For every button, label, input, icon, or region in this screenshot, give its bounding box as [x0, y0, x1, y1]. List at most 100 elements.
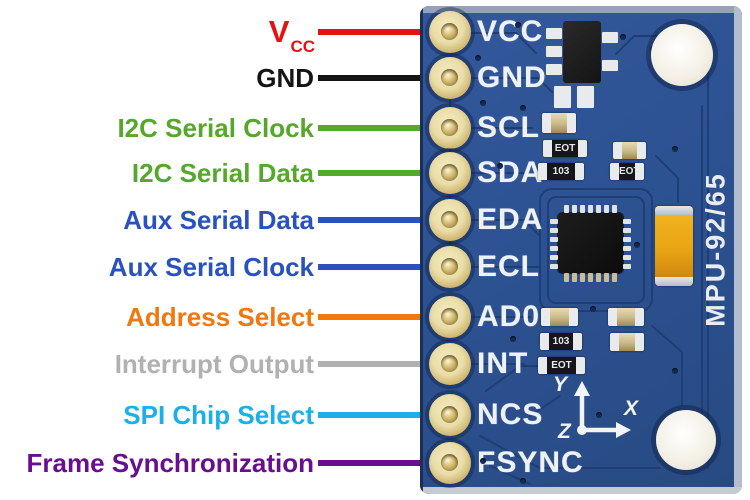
- pin-hole-center: [441, 258, 458, 275]
- via-dot: [620, 34, 626, 40]
- chip-component-eot: EOT: [543, 140, 587, 157]
- silkscreen-ncs: NCS: [477, 398, 544, 431]
- qfn-pin: [596, 273, 601, 282]
- pin-hole-center: [441, 164, 458, 181]
- regulator-pad: [546, 46, 562, 57]
- pin-hole-ad0: [429, 296, 471, 338]
- qfn-pin: [564, 273, 569, 282]
- regulator-pad: [546, 64, 562, 75]
- qfn-pin: [612, 205, 617, 213]
- via-dot: [672, 146, 678, 152]
- qfn-pin: [588, 205, 593, 213]
- qfn-pin: [623, 264, 631, 269]
- pin-description-gnd: GND: [256, 63, 314, 93]
- via-dot: [520, 105, 526, 111]
- qfn-pin: [550, 264, 558, 269]
- component-marking: EOT: [552, 140, 578, 157]
- pin-description-ncs: SPI Chip Select: [123, 400, 314, 430]
- qfn-pin: [623, 237, 631, 242]
- via-dot: [672, 368, 678, 374]
- pin-hole-sda: [429, 152, 471, 194]
- pin-hole-vcc: [429, 11, 471, 53]
- chip-component-eot: EOT: [610, 163, 644, 180]
- regulator-pad: [602, 60, 618, 71]
- qfn-pin: [623, 228, 631, 233]
- pin-hole-int: [429, 343, 471, 385]
- pin-hole-center: [441, 69, 458, 86]
- pin-hole-center: [441, 308, 458, 325]
- regulator-pad: [602, 32, 618, 43]
- silkscreen-ecl: ECL: [477, 250, 540, 283]
- axis-label-z: Z: [558, 420, 571, 443]
- pin-description-ecl: Aux Serial Clock: [108, 252, 314, 282]
- via-dot: [716, 192, 722, 198]
- silkscreen-vcc: VCC: [477, 15, 544, 48]
- pcb-traces: [449, 32, 709, 485]
- pin-description-int: Interrupt Output: [114, 349, 314, 379]
- via-dot: [590, 306, 596, 312]
- pin-hole-gnd: [429, 57, 471, 99]
- pin-hole-center: [441, 211, 458, 228]
- qfn-pin: [623, 246, 631, 251]
- silkscreen-int: INT: [477, 347, 529, 380]
- component-marking: EOT: [619, 163, 635, 180]
- component-body: [551, 113, 567, 133]
- capacitor-pad: [554, 86, 571, 108]
- component-body: [617, 308, 635, 326]
- voltage-regulator-sot23: [563, 21, 601, 83]
- capacitor-pad: [577, 86, 594, 108]
- board-edge-bottom: [420, 487, 742, 494]
- pin-description-scl: I2C Serial Clock: [117, 113, 314, 143]
- pin-hole-center: [441, 119, 458, 136]
- pin-hole-scl: [429, 107, 471, 149]
- chip-resistor: [541, 308, 578, 326]
- component-body: [550, 308, 569, 326]
- qfn-pin: [550, 255, 558, 260]
- component-body: [622, 142, 637, 159]
- qfn-pin: [550, 219, 558, 224]
- silkscreen-ad0: AD0: [477, 300, 541, 333]
- pin-hole-center: [441, 406, 458, 423]
- via-dot: [475, 55, 481, 61]
- mounting-hole-bottom: [656, 410, 716, 470]
- via-dot: [480, 458, 486, 464]
- via-dot: [515, 22, 521, 28]
- qfn-pin: [580, 273, 585, 282]
- qfn-pin: [550, 237, 558, 242]
- qfn-pin: [604, 273, 609, 282]
- component-marking: 103: [547, 163, 575, 180]
- pin-hole-fsync: [429, 442, 471, 484]
- pin-hole-ecl: [429, 246, 471, 288]
- qfn-pin: [572, 205, 577, 213]
- pin-description-fsync: Frame Synchronization: [26, 448, 315, 478]
- chip-component-103: 103: [538, 163, 584, 180]
- board-edge-left: [420, 6, 423, 494]
- silkscreen-sda: SDA: [477, 156, 544, 189]
- qfn-pin: [623, 255, 631, 260]
- via-dot: [596, 412, 602, 418]
- pin-description-ad0: Address Select: [126, 302, 314, 332]
- pin-description-eda: Aux Serial Data: [123, 205, 314, 235]
- tantalum-capacitor: [655, 206, 693, 286]
- pin-hole-center: [441, 355, 458, 372]
- mounting-hole-top: [651, 24, 713, 86]
- pin-description-vcc: VCC: [268, 14, 315, 57]
- via-dot: [480, 100, 486, 106]
- component-body: [619, 333, 635, 351]
- board-edge-top: [420, 6, 742, 13]
- chip-resistor: [613, 142, 646, 159]
- axis-indicator: [574, 381, 631, 438]
- regulator-pad: [546, 28, 562, 39]
- silkscreen-scl: SCL: [477, 111, 540, 144]
- chip-component-103: 103: [540, 333, 582, 350]
- qfn-pin: [612, 273, 617, 282]
- axis-label-y: Y: [553, 373, 568, 396]
- qfn-pin: [604, 205, 609, 213]
- chip-resistor: [542, 113, 576, 133]
- via-dot: [634, 242, 640, 248]
- pin-hole-center: [441, 23, 458, 40]
- qfn-pin: [564, 205, 569, 213]
- component-marking: 103: [549, 333, 573, 350]
